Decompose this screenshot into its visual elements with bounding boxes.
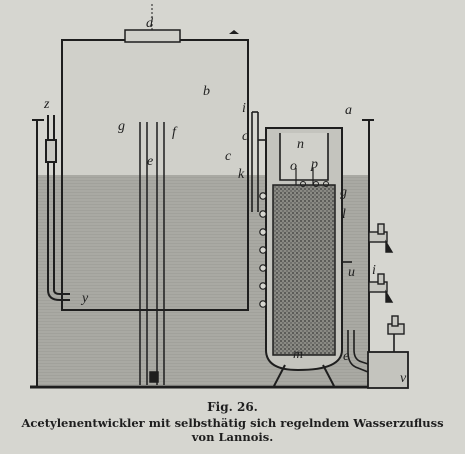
label-l: l <box>342 207 346 222</box>
gas-pipe-z-y <box>45 115 70 301</box>
label-i: i <box>242 101 246 116</box>
label-b: b <box>203 84 210 99</box>
u-pipe-i <box>251 111 268 212</box>
label-e2: e <box>343 349 349 364</box>
central-pipes <box>139 122 165 385</box>
label-c: c <box>242 129 249 144</box>
generator-vessel <box>265 127 343 372</box>
feed-pipe-e <box>342 261 369 373</box>
gas-bell <box>61 4 249 311</box>
label-f: f <box>172 125 178 140</box>
figure-caption: Acetylenentwickler mit selbsthätig sich … <box>6 416 459 444</box>
small-tank-v <box>367 334 409 389</box>
label-v: v <box>400 371 407 386</box>
carbide-basket <box>272 184 336 356</box>
figure-number: Fig. 26. <box>207 400 258 414</box>
inner-cup-n <box>279 133 329 181</box>
label-e: e <box>147 154 153 169</box>
label-n: n <box>297 137 304 152</box>
vessel-screws <box>259 192 267 308</box>
label-z: z <box>43 97 50 112</box>
label-d: d <box>146 16 154 31</box>
label-p: p <box>310 157 318 172</box>
bell-cap-d <box>124 29 181 43</box>
label-y: y <box>80 291 89 306</box>
outer-tank <box>30 119 376 389</box>
label-m: m <box>293 347 303 362</box>
acetylene-generator-diagram: d b z g f e i c c k a n o p g l u i y m … <box>30 4 409 389</box>
label-k: k <box>238 167 245 182</box>
diagram-labels: d b z g f e i c c k a n o p g l u i y m … <box>43 16 407 386</box>
label-u: u <box>348 265 355 280</box>
label-a: a <box>345 103 352 118</box>
label-c2: c <box>225 149 232 164</box>
caption-line-2: von Lannois. <box>191 430 274 444</box>
label-g: g <box>118 119 125 134</box>
label-i2: i <box>372 263 376 278</box>
caption-line-1: Acetylenentwickler mit selbsthätig sich … <box>21 416 444 430</box>
vessel-legs <box>273 364 335 387</box>
water-taps <box>368 223 405 335</box>
label-o: o <box>290 159 297 174</box>
label-g2: g <box>340 185 347 200</box>
